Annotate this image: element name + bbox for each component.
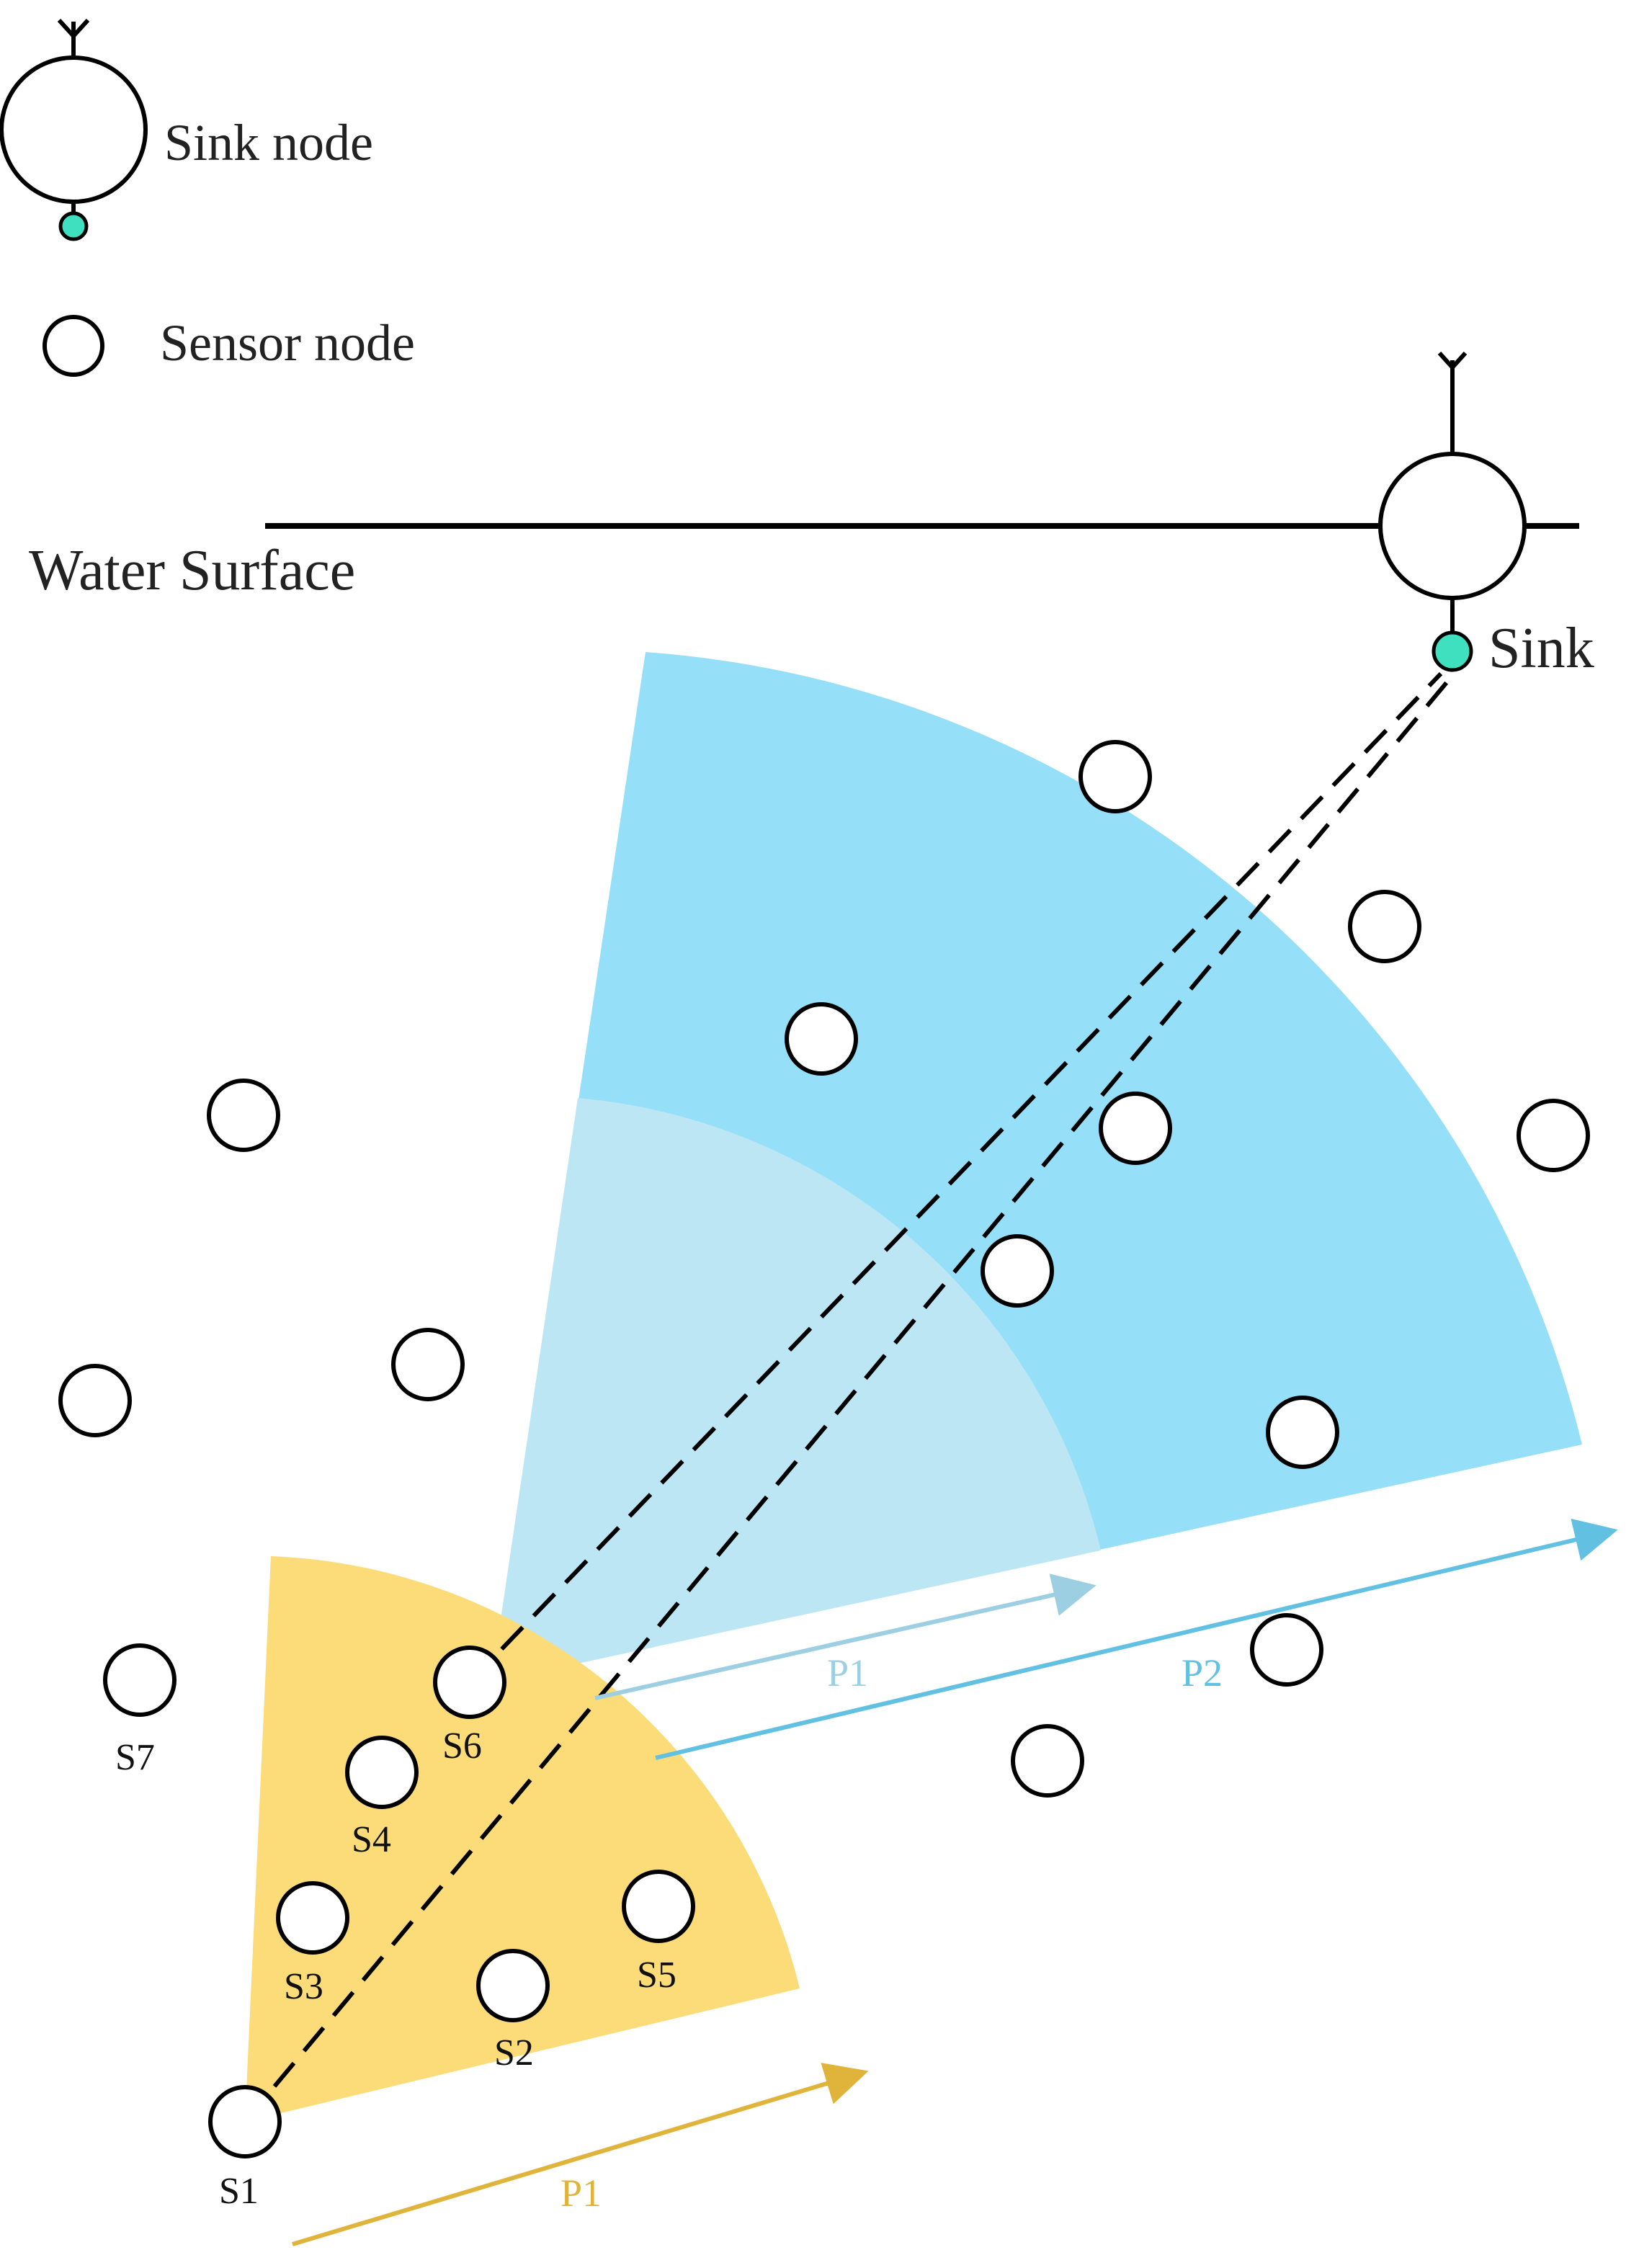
legend-sensor-label: Sensor node (160, 314, 415, 372)
label-s7: S7 (115, 1737, 155, 1778)
sensor-node (1078, 740, 1152, 813)
range-arrows: P1 P1 P2 (292, 1518, 1618, 2246)
sensor-node-legend-icon (43, 315, 104, 377)
node-s1 (208, 2085, 282, 2158)
sensor-node (1266, 1396, 1339, 1469)
sink-label: Sink (1488, 617, 1594, 680)
label-s1: S1 (219, 2171, 259, 2212)
label-s4: S4 (352, 1819, 391, 1860)
sink-node-legend-icon (0, 18, 148, 241)
sensor-nodes (58, 740, 1590, 1798)
light-blue-sector (491, 1098, 1101, 1682)
sensor-node (58, 1364, 132, 1437)
sensor-node (207, 1079, 280, 1152)
sink-node (1378, 351, 1527, 672)
labeled-nodes: S7 S6 S4 S3 S5 S2 S1 (103, 1643, 695, 2212)
sensor-node (1250, 1613, 1323, 1687)
legend-sink-label: Sink node (164, 114, 373, 171)
arrow-label-blue-p2: P2 (1182, 1651, 1223, 1695)
sensor-node (981, 1234, 1054, 1308)
sensor-node (785, 1002, 858, 1076)
transmission-paths (243, 671, 1450, 2123)
sensor-node (1517, 1099, 1590, 1172)
label-s2: S2 (494, 2032, 534, 2073)
legend: Sink node Sensor node (0, 18, 415, 377)
node-s2 (476, 1949, 550, 2022)
arrow-label-yellow-p1: P1 (561, 2171, 602, 2215)
sensor-node (1348, 890, 1421, 963)
sensor-node (1011, 1724, 1084, 1798)
label-s3: S3 (284, 1966, 323, 2007)
arrow-yellow-p1 (292, 2063, 869, 2246)
arrow-label-light-blue-p1: P1 (827, 1651, 868, 1695)
path-s6-to-sink (468, 671, 1443, 1684)
yellow-sector (245, 1556, 800, 2122)
label-s5: S5 (637, 1955, 676, 1996)
label-s6: S6 (442, 1725, 482, 1767)
node-s4 (345, 1736, 419, 1809)
arrow-blue-p2 (655, 1518, 1618, 1760)
node-s6 (433, 1646, 506, 1719)
path-s1-to-sink (243, 679, 1450, 2123)
sensor-node (1099, 1091, 1172, 1165)
arrow-light-blue-p1 (594, 1573, 1097, 1700)
sensor-node (391, 1328, 465, 1401)
water-surface-label: Water Surface (29, 539, 355, 602)
node-s3 (276, 1881, 349, 1955)
node-s7 (103, 1643, 177, 1717)
sink-dot (1432, 630, 1473, 672)
node-s5 (622, 1870, 695, 1943)
